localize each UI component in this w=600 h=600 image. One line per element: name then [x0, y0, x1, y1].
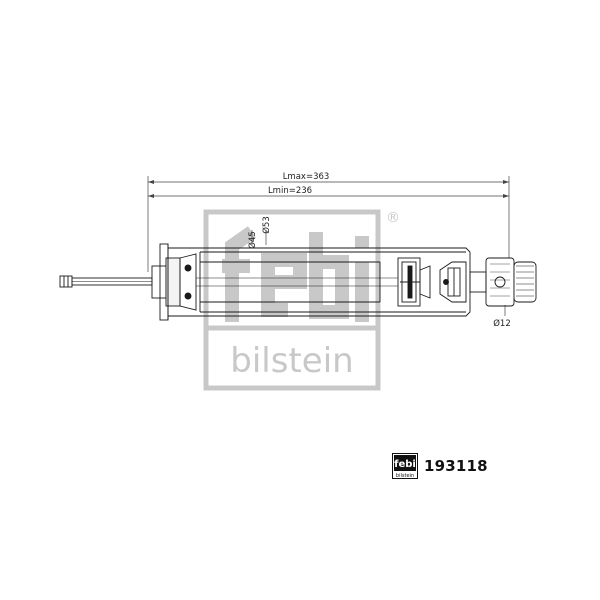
lmin-label: Lmin=236: [268, 186, 312, 196]
watermark-bilstein-text: bilstein: [230, 341, 353, 381]
d53-label: Ø53: [261, 216, 272, 234]
d45-label: Ø45: [247, 231, 258, 249]
rod-stud: [59, 275, 153, 288]
febi-bilstein-logo-icon: febi bilstein: [392, 453, 418, 479]
logo-bilstein-text: bilstein: [396, 473, 414, 479]
piston-valve: [397, 257, 431, 307]
lmax-label: Lmax=363: [283, 172, 330, 182]
watermark-frame: [203, 209, 381, 391]
watermark-registered-mark: ®: [386, 210, 400, 226]
lower-eye-bushing: [469, 257, 537, 307]
top-cap: [151, 253, 197, 311]
part-number-badge: febi bilstein 193118: [392, 453, 488, 479]
dimension-lines: [147, 176, 510, 316]
base-valve: [439, 261, 467, 303]
dimension-arrows: [148, 180, 509, 198]
part-number: 193118: [424, 457, 488, 475]
shock-absorber: [59, 243, 537, 321]
watermark-febi-letters: [222, 226, 369, 322]
logo-febi-text: febi: [394, 459, 416, 470]
inner-tube: [196, 252, 400, 312]
d12-label: Ø12: [493, 318, 511, 329]
